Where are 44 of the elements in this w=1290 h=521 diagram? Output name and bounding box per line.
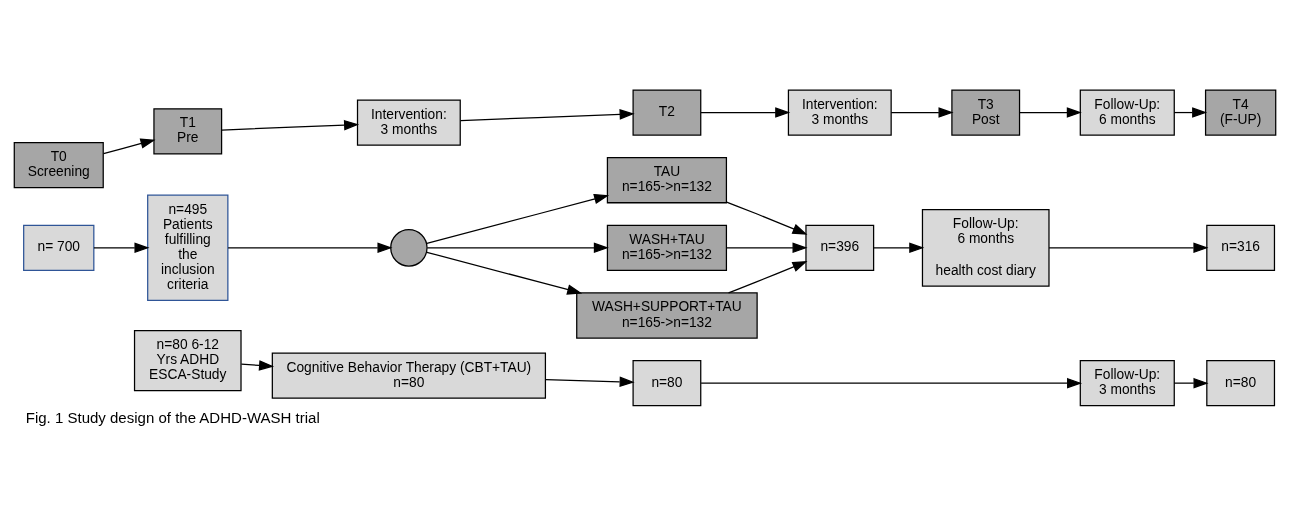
arrow	[93, 242, 150, 253]
node-box: n=80 6-12 Yrs ADHD ESCA-Study	[133, 329, 242, 391]
node-box: n= 700	[23, 224, 95, 271]
node-box: T3 Post	[951, 88, 1021, 136]
arrow	[700, 106, 791, 118]
node-box: T2	[632, 88, 702, 136]
node-box: Follow-Up: 3 months	[1079, 359, 1175, 406]
arrow	[727, 260, 808, 293]
node-box: Follow-Up: 6 months	[1079, 88, 1175, 136]
node-box: T4 (F-UP)	[1204, 88, 1277, 136]
arrow	[426, 193, 610, 244]
arrow	[700, 377, 1083, 388]
arrow	[726, 242, 808, 253]
node-box: n=495 Patients fulfilling the inclusion criteria	[147, 194, 229, 301]
node-box: n=316	[1206, 224, 1276, 271]
node-box: n=80	[1206, 359, 1276, 406]
node-box: T0 Screening	[13, 141, 104, 188]
arrow	[102, 137, 156, 154]
arrow	[426, 251, 583, 295]
caption: Fig. 1 Study design of the ADHD-WASH trial	[25, 408, 320, 426]
arrow	[426, 242, 609, 253]
node-box: n=80	[632, 359, 702, 406]
node-box: WASH+SUPPORT+TAU n=165->n=132	[576, 291, 758, 339]
arrow	[1173, 377, 1209, 388]
arrow	[227, 242, 393, 253]
node-box: Intervention: 3 months	[356, 98, 461, 146]
arrow	[460, 108, 635, 121]
arrow	[1048, 242, 1209, 253]
node-box: T1 Pre	[153, 107, 223, 155]
node-box: Follow-Up: 6 months health cost diary	[921, 208, 1050, 287]
arrow	[1173, 106, 1208, 118]
node-box: n=396	[805, 224, 875, 271]
node-box: Cognitive Behavior Therapy (CBT+TAU) n=80	[271, 351, 547, 399]
arrow	[726, 201, 808, 235]
arrow	[873, 242, 925, 253]
node-circle	[390, 228, 428, 267]
arrow	[221, 119, 360, 131]
arrow	[240, 359, 275, 371]
arrow	[1018, 106, 1082, 118]
node-box: TAU n=165->n=132	[606, 156, 728, 203]
arrow	[545, 376, 635, 387]
arrow	[890, 106, 954, 118]
node-box: Intervention: 3 months	[787, 88, 892, 136]
node-box: WASH+TAU n=165->n=132	[606, 224, 728, 271]
